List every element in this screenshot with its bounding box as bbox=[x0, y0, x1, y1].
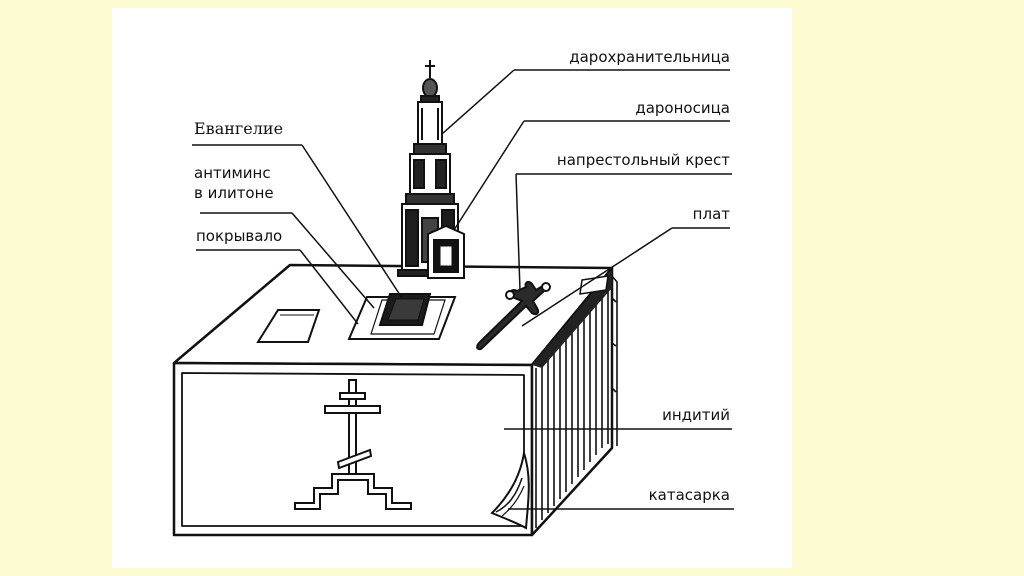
side-dark-band bbox=[532, 270, 612, 368]
slide-panel: дарохранительница дароносица Евангелие н… bbox=[112, 8, 792, 568]
label-antimins-line2: в илитоне bbox=[194, 184, 274, 202]
label-katasarka: катасарка bbox=[649, 486, 730, 504]
label-pokryvalo: покрывало bbox=[196, 227, 282, 245]
altar-cross-object bbox=[476, 280, 551, 351]
pyx-object bbox=[427, 224, 465, 279]
label-napr-krest: напрестольный крест bbox=[557, 151, 730, 169]
label-darokhranitelnitsa: дарохранительница bbox=[569, 48, 730, 66]
label-plat: плат bbox=[693, 205, 731, 223]
label-indity: индитий bbox=[662, 406, 730, 424]
gospel-object bbox=[378, 293, 432, 326]
altar-diagram: дарохранительница дароносица Евангелие н… bbox=[172, 48, 734, 537]
veil-object bbox=[256, 309, 321, 343]
label-antimins-line1: антиминс bbox=[194, 164, 271, 182]
label-daronositsa: дароносица bbox=[635, 99, 730, 117]
leader-lines bbox=[192, 69, 734, 510]
plat-object bbox=[579, 275, 609, 295]
label-evangelie: Евангелие bbox=[194, 119, 283, 138]
orthodox-cross bbox=[294, 379, 412, 510]
side-shading bbox=[535, 275, 618, 528]
